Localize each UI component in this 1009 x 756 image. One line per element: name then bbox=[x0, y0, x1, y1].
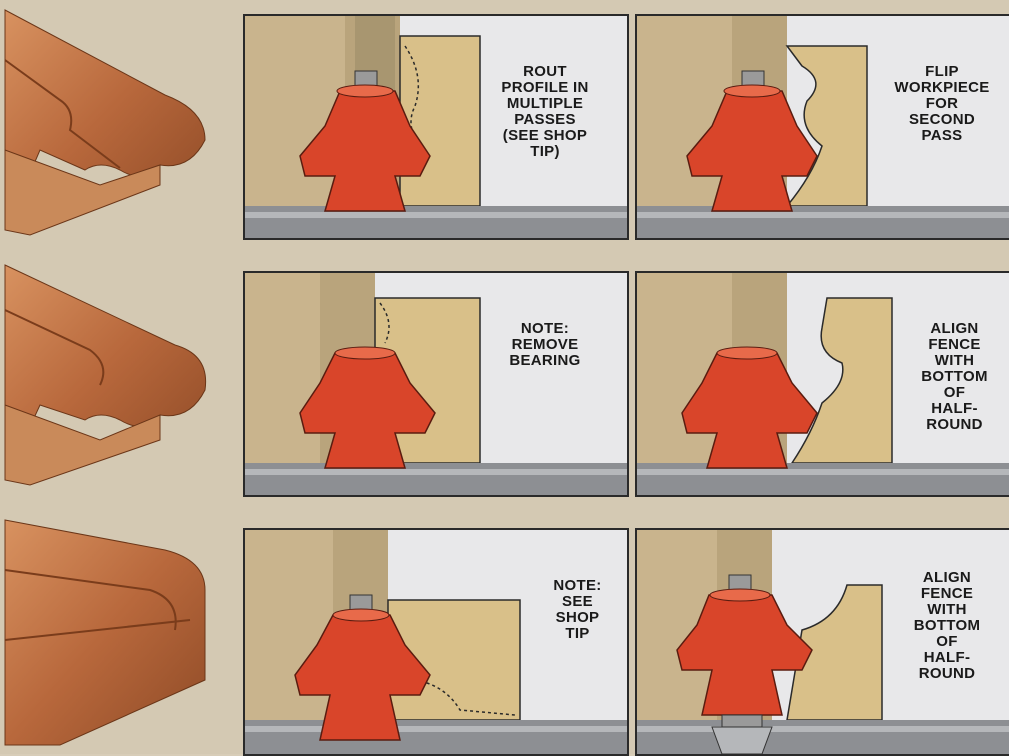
molding-profile-3 bbox=[0, 510, 230, 754]
panel-step-3-first-pass: NOTE: SEE SHOP TIP bbox=[243, 528, 629, 756]
caption-step-1-right: FLIP WORKPIECE FOR SECOND PASS bbox=[882, 64, 1002, 144]
panel-step-1-second-pass: FLIP WORKPIECE FOR SECOND PASS bbox=[635, 14, 1009, 240]
caption-step-1-left: ROUT PROFILE IN MULTIPLE PASSES (SEE SHO… bbox=[490, 64, 600, 160]
panel-step-2-first-pass: NOTE: REMOVE BEARING bbox=[243, 271, 629, 497]
panel-step-2-second-pass: ALIGN FENCE WITH BOTTOM OF HALF- ROUND bbox=[635, 271, 1009, 497]
step-row-2: NOTE: REMOVE BEARING ALIGN FENCE WITH BO… bbox=[0, 255, 1009, 500]
molding-profile-1 bbox=[0, 0, 230, 245]
step-row-1: ROUT PROFILE IN MULTIPLE PASSES (SEE SHO… bbox=[0, 0, 1009, 245]
caption-step-2-left: NOTE: REMOVE BEARING bbox=[490, 321, 600, 369]
panel-step-1-first-pass: ROUT PROFILE IN MULTIPLE PASSES (SEE SHO… bbox=[243, 14, 629, 240]
step-row-3: NOTE: SEE SHOP TIP ALIGN FENCE WITH BOTT… bbox=[0, 510, 1009, 754]
panel-step-3-second-pass: ALIGN FENCE WITH BOTTOM OF HALF- ROUND bbox=[635, 528, 1009, 756]
caption-step-3-left: NOTE: SEE SHOP TIP bbox=[535, 578, 620, 642]
caption-step-3-right: ALIGN FENCE WITH BOTTOM OF HALF- ROUND bbox=[897, 570, 997, 682]
molding-profile-2 bbox=[0, 255, 230, 500]
caption-step-2-right: ALIGN FENCE WITH BOTTOM OF HALF- ROUND bbox=[907, 321, 1002, 433]
